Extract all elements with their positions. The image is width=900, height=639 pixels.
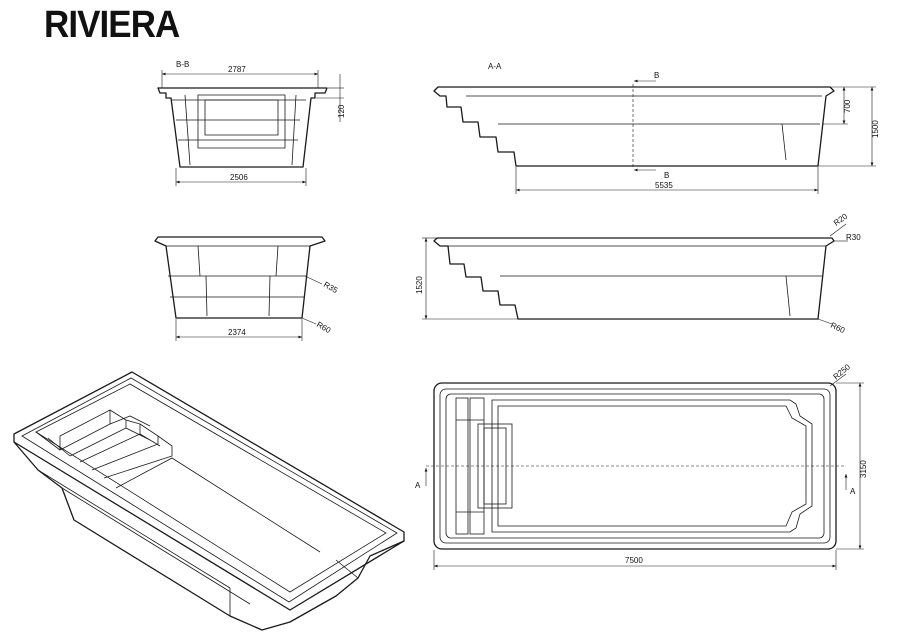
plan-cut-left-label: A (415, 481, 421, 490)
plan-floor-outline (491, 399, 813, 533)
end-radius-wall-label: R35 (322, 280, 340, 295)
aa-section-outline (433, 86, 835, 167)
aa-cut-marker-bottom: B (664, 171, 669, 180)
side-height-label: 1520 (415, 276, 424, 294)
bb-section-outline (157, 87, 328, 168)
bb-top-width-label: 2787 (228, 65, 246, 74)
end-elevation-view: R35 R60 2374 (154, 236, 340, 341)
plan-cut-right-label: A (850, 487, 856, 496)
bb-rim-height-label: 120 (337, 104, 346, 118)
isometric-view (13, 371, 405, 631)
side-elevation-outline (433, 237, 835, 320)
aa-total-depth-label: 1500 (871, 120, 880, 138)
aa-shallow-depth-label: 700 (843, 99, 852, 113)
section-aa-view: A-A B B 700 1500 5535 (433, 62, 880, 194)
side-radius-rim-inner-label: R30 (846, 233, 861, 242)
end-radius-floor-label: R60 (315, 320, 333, 335)
page-title: RIVIERA (44, 4, 180, 46)
section-aa-label: A-A (488, 62, 502, 71)
aa-cut-marker-top: B (654, 71, 659, 80)
section-bb-label: B-B (176, 60, 189, 69)
end-bottom-width-label: 2374 (228, 328, 246, 337)
plan-view: A A 3150 R250 7500 (415, 362, 868, 570)
section-bb-view: B-B 2787 120 2506 (157, 60, 346, 186)
plan-width-label: 3150 (859, 460, 868, 478)
end-elevation-outline (154, 236, 326, 319)
plan-outer-rim (433, 382, 837, 550)
bb-bottom-width-label: 2506 (230, 173, 248, 182)
plan-corner-radius-label: R250 (832, 362, 853, 382)
plan-length-label: 7500 (625, 556, 643, 565)
side-radius-rim-outer-label: R20 (832, 212, 850, 228)
aa-floor-length-label: 5535 (655, 181, 673, 190)
side-elevation-view: 1520 R20 R30 R60 (415, 212, 861, 336)
side-radius-floor-label: R60 (829, 321, 847, 336)
